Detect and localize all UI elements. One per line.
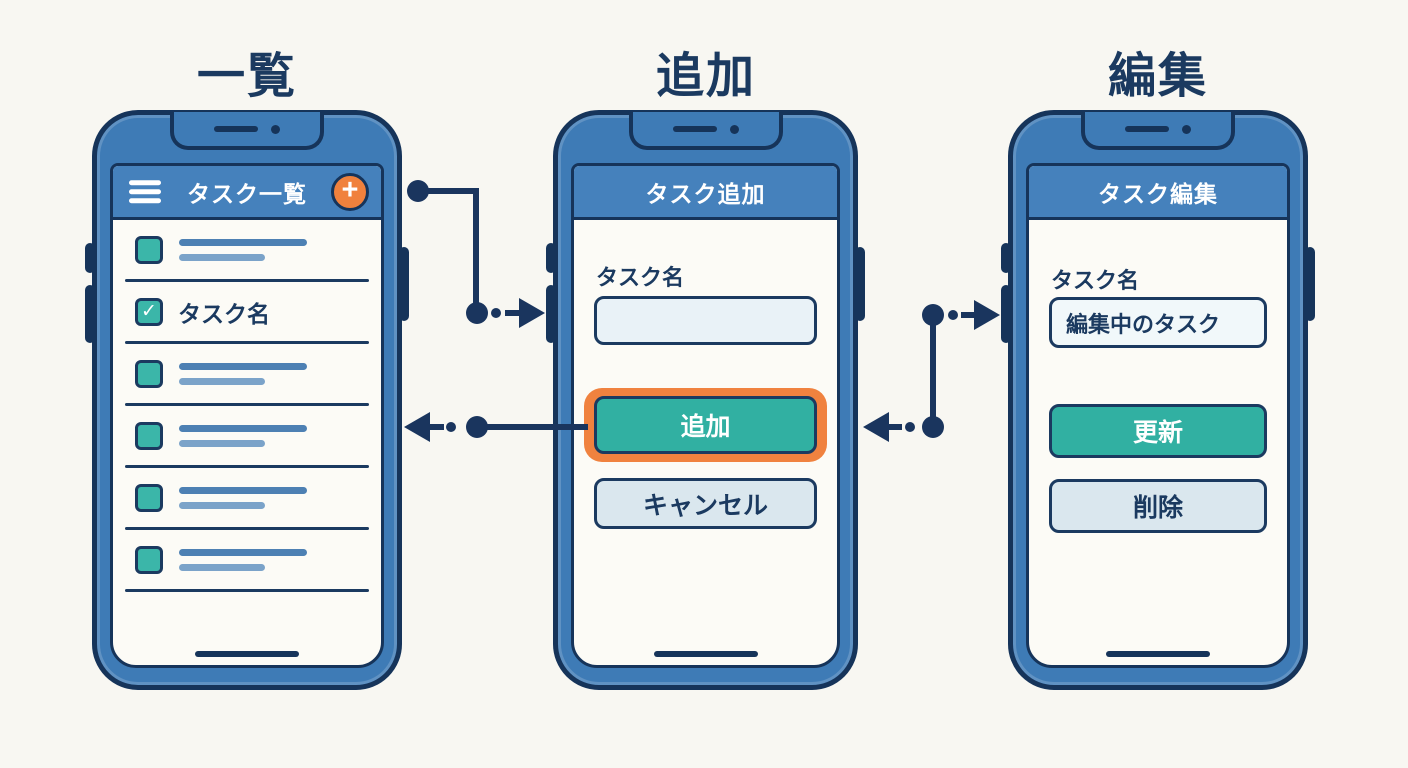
task-name-field-label: タスク名 [1051, 269, 1140, 294]
volume-down-button [85, 285, 95, 343]
task-list: ✓ タスク名 [113, 220, 381, 592]
row-divider [125, 527, 369, 530]
volume-down-button [1001, 285, 1011, 343]
hamburger-menu-icon[interactable] [129, 176, 161, 208]
add-task-button[interactable]: + [331, 172, 369, 211]
camera-icon [271, 124, 280, 134]
add-screen: タスク追加 タスク名 追加 キャンセル [571, 163, 840, 668]
volume-up-button [546, 243, 556, 273]
phone-add-screen: タスク追加 タスク名 追加 キャンセル [546, 110, 865, 690]
task-checkbox-icon[interactable] [135, 235, 163, 264]
section-title-add: 追加 [655, 48, 757, 104]
add-button-highlight-ring: 追加 [584, 388, 827, 462]
section-title-edit: 編集 [1107, 48, 1209, 104]
task-checkbox-checked-icon[interactable]: ✓ [135, 297, 163, 326]
task-text-placeholder [179, 486, 307, 509]
delete-button[interactable]: 削除 [1049, 479, 1267, 533]
phone-list-screen: タスク一覧 + ✓ タスク名 [85, 110, 409, 690]
phone-edit-screen: タスク編集 タスク名 編集中のタスク 更新 削除 [1001, 110, 1315, 690]
camera-icon [1182, 124, 1191, 134]
edit-app-header: タスク編集 [1029, 166, 1287, 220]
task-row[interactable] [113, 344, 381, 403]
update-button[interactable]: 更新 [1049, 404, 1267, 458]
edit-header-title: タスク編集 [1098, 181, 1218, 208]
row-divider [125, 341, 369, 344]
power-button [1305, 247, 1315, 321]
task-row[interactable] [113, 220, 381, 279]
notch [170, 112, 324, 150]
list-screen: タスク一覧 + ✓ タスク名 [110, 163, 384, 668]
volume-up-button [1001, 243, 1011, 273]
task-checkbox-icon[interactable] [135, 483, 163, 512]
row-divider [125, 279, 369, 282]
edit-screen: タスク編集 タスク名 編集中のタスク 更新 削除 [1026, 163, 1290, 668]
notch [628, 112, 783, 150]
plus-icon: + [341, 174, 359, 206]
task-checkbox-icon[interactable] [135, 359, 163, 388]
speaker-icon [214, 126, 258, 132]
speaker-icon [1125, 126, 1169, 132]
task-name-input[interactable] [594, 296, 817, 345]
row-divider [125, 403, 369, 406]
add-submit-button[interactable]: 追加 [594, 396, 817, 454]
task-row[interactable]: ✓ タスク名 [113, 282, 381, 341]
task-name-label: タスク名 [178, 301, 270, 328]
task-checkbox-icon[interactable] [135, 545, 163, 574]
task-text-placeholder [179, 362, 307, 385]
task-row[interactable] [113, 468, 381, 527]
add-app-header: タスク追加 [574, 166, 837, 220]
home-indicator[interactable] [653, 651, 758, 657]
camera-icon [729, 124, 739, 134]
task-name-field-label: タスク名 [596, 266, 685, 291]
speaker-icon [672, 126, 717, 132]
list-header-title: タスク一覧 [187, 181, 307, 208]
row-divider [125, 465, 369, 468]
power-button [399, 247, 409, 321]
task-text-placeholder [179, 548, 307, 571]
task-text-placeholder [179, 424, 307, 447]
task-name-input-value: 編集中のタスク [1066, 312, 1221, 338]
row-divider [125, 589, 369, 592]
add-header-title: タスク追加 [645, 181, 766, 208]
notch [1081, 112, 1235, 150]
power-button [855, 247, 865, 321]
list-app-header: タスク一覧 + [113, 166, 381, 220]
volume-up-button [85, 243, 95, 273]
home-indicator[interactable] [1106, 651, 1210, 657]
task-name-input[interactable]: 編集中のタスク [1049, 297, 1267, 348]
volume-down-button [546, 285, 556, 343]
task-checkbox-icon[interactable] [135, 421, 163, 450]
task-text-placeholder [179, 238, 307, 261]
check-icon: ✓ [141, 300, 157, 322]
task-row[interactable] [113, 406, 381, 465]
task-row[interactable] [113, 530, 381, 589]
cancel-button[interactable]: キャンセル [594, 478, 817, 529]
section-title-list: 一覧 [196, 48, 298, 104]
home-indicator[interactable] [195, 651, 299, 657]
